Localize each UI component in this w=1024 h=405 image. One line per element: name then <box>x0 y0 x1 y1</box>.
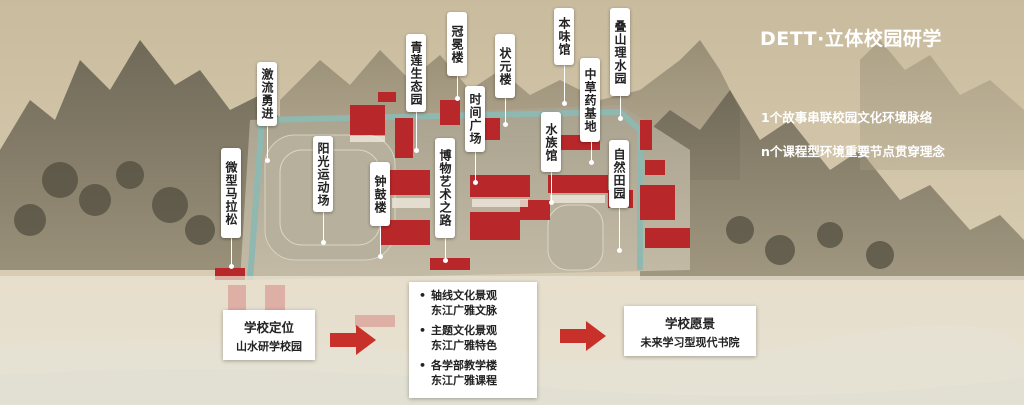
pin-line <box>378 224 383 259</box>
vision-subtitle: 未来学习型现代书院 <box>640 335 740 349</box>
pin-line <box>414 110 419 153</box>
pin-line <box>265 124 270 163</box>
pin-line <box>503 96 508 127</box>
subtitle-story: 1个故事串联校园文化环境脉络 <box>761 110 933 125</box>
label-rockery-garden: 叠山理水园 <box>610 8 630 96</box>
pin-line <box>589 140 594 165</box>
arrow-right-icon <box>560 321 606 351</box>
label-herb-base: 中草药基地 <box>580 58 600 142</box>
arrow-right-icon <box>330 325 376 355</box>
label-aquarium: 水族馆 <box>541 112 561 172</box>
label-guanmian-building: 冠冕楼 <box>447 12 467 76</box>
pin-line <box>562 63 567 106</box>
positioning-title: 学校定位 <box>243 319 294 335</box>
label-time-square: 时间广场 <box>465 86 485 152</box>
positioning-card: 学校定位 山水研学校园 <box>223 310 315 360</box>
feature-item: •各学部教学楼 东江广雅课程 <box>419 359 497 387</box>
label-museum-art-path: 博物艺术之路 <box>435 138 455 238</box>
label-micro-marathon: 微型马拉松 <box>221 148 241 238</box>
label-rapids: 激流勇进 <box>257 62 277 126</box>
positioning-subtitle: 山水研学校园 <box>236 339 302 353</box>
label-qinglian-eco-garden: 青莲生态园 <box>406 34 426 112</box>
label-sunshine-field: 阳光运动场 <box>313 136 333 212</box>
vision-title: 学校愿景 <box>664 315 715 331</box>
subtitle-course: n个课程型环境重要节点贯穿理念 <box>761 144 945 159</box>
label-zhuangyuan-building: 状元楼 <box>495 34 515 98</box>
pin-line <box>443 236 448 263</box>
label-nature-farm: 自然田园 <box>609 140 629 208</box>
vision-card: 学校愿景 未来学习型现代书院 <box>624 306 756 356</box>
page-title: DETT·立体校园研学 <box>760 28 942 50</box>
label-bell-drum-tower: 钟鼓楼 <box>370 162 390 226</box>
label-benwei-hall: 本味馆 <box>554 8 574 65</box>
pin-line <box>321 210 326 245</box>
feature-item: •主题文化景观 东江广雅特色 <box>419 324 497 352</box>
pin-line <box>229 236 234 269</box>
features-card: •轴线文化景观 东江广雅文脉 •主题文化景观 东江广雅特色 •各学部教学楼 东江… <box>409 282 537 398</box>
pin-line <box>617 206 622 253</box>
pin-line <box>455 74 460 101</box>
pin-line <box>618 94 623 121</box>
pin-line <box>473 150 478 185</box>
pin-line <box>549 170 554 205</box>
feature-item: •轴线文化景观 东江广雅文脉 <box>419 289 497 317</box>
